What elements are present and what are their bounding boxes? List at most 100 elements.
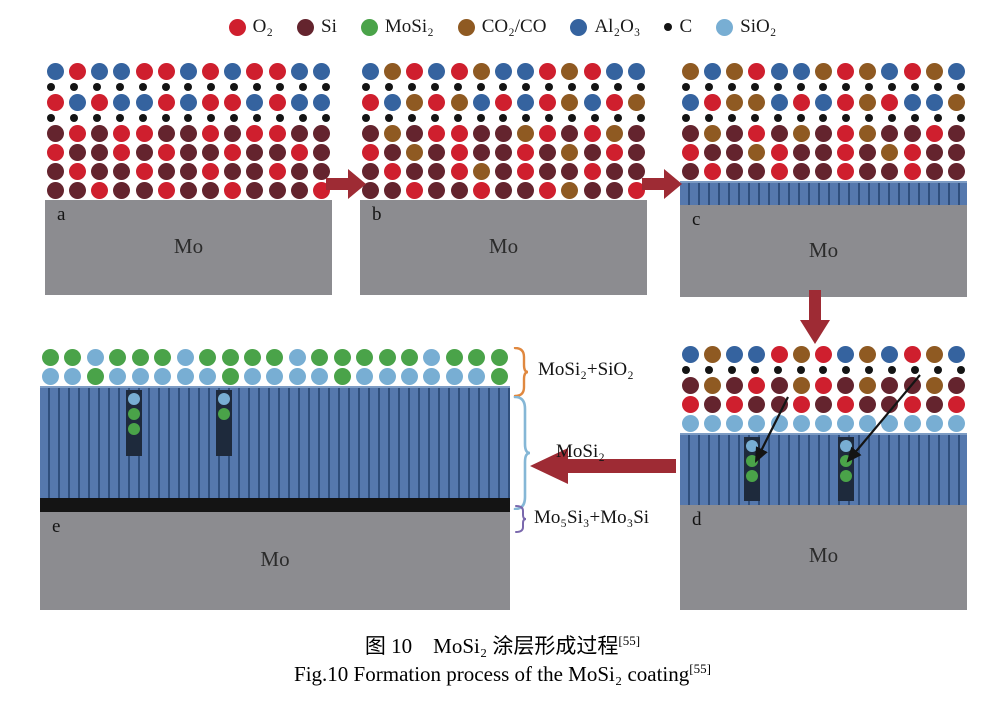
particle [362, 163, 379, 180]
particle [568, 114, 577, 122]
particle [770, 94, 788, 111]
particle [859, 396, 877, 413]
particle [157, 144, 175, 161]
particle [770, 63, 788, 80]
particle [881, 396, 899, 413]
particle-grid-e [40, 348, 510, 386]
legend-item: CO₂/CO [457, 16, 546, 38]
particle [636, 83, 645, 91]
particle [113, 63, 131, 80]
particle [859, 415, 877, 432]
legend-item: MoSi₂ [360, 16, 434, 38]
particle [135, 182, 153, 199]
particle [472, 63, 490, 80]
particle [384, 83, 393, 91]
particle [450, 63, 468, 80]
particle [770, 163, 788, 180]
particle [881, 125, 899, 142]
particle [636, 114, 645, 122]
legend-item: O₂ [228, 16, 273, 38]
particle [605, 94, 623, 111]
particle [288, 368, 306, 385]
particle [888, 114, 897, 122]
particle [161, 83, 170, 91]
particle [401, 349, 418, 366]
particle [605, 63, 623, 80]
particle [47, 94, 64, 111]
legend-label: SiO₂ [740, 16, 777, 37]
particle [613, 114, 622, 122]
particle [605, 144, 623, 161]
particle [69, 114, 78, 122]
particle [202, 63, 220, 80]
particle [154, 368, 172, 385]
mosi2-columnar-layer-c [680, 181, 967, 205]
particle [86, 349, 104, 366]
particle [384, 94, 402, 111]
particle [266, 349, 284, 366]
particle [726, 163, 744, 180]
particle [406, 94, 424, 111]
layer-label-mosi2: MoSi₂ [556, 441, 605, 462]
particle [490, 368, 508, 385]
mosi2-particle [840, 455, 852, 467]
particle [947, 163, 965, 180]
legend-item: SiO₂ [716, 16, 776, 38]
particle [591, 83, 600, 91]
particle [773, 366, 782, 374]
particle [207, 83, 216, 91]
particle [682, 63, 699, 80]
particle [704, 163, 722, 180]
particle [726, 125, 744, 142]
particle [321, 83, 330, 91]
particle [356, 349, 374, 366]
particle [859, 125, 877, 142]
particle [903, 163, 921, 180]
sio2-particle [746, 440, 758, 452]
particle [138, 83, 147, 91]
particle [246, 144, 264, 161]
particle [468, 368, 486, 385]
particle [748, 415, 766, 432]
particle [157, 163, 175, 180]
particle [406, 163, 424, 180]
particle [311, 349, 329, 366]
particle [814, 63, 832, 80]
particle [682, 377, 699, 394]
particle [522, 83, 531, 91]
arrow-d-to-e [530, 448, 676, 484]
panel-a: a Mo [45, 62, 332, 295]
particle [859, 346, 877, 363]
particle-grid-a [45, 62, 332, 200]
mosi2-particle [746, 470, 758, 482]
particle [494, 63, 512, 80]
particle [947, 144, 965, 161]
particle [91, 182, 109, 199]
particle [176, 368, 194, 385]
particle [814, 94, 832, 111]
particle [726, 415, 744, 432]
particle [792, 94, 810, 111]
particle [199, 349, 217, 366]
particle [428, 163, 446, 180]
particle [682, 125, 699, 142]
particle [726, 144, 744, 161]
particle [406, 182, 424, 199]
particle [202, 144, 220, 161]
particle [933, 366, 942, 374]
particle [925, 346, 943, 363]
particle [837, 144, 855, 161]
particle [517, 163, 535, 180]
particle [450, 163, 468, 180]
particle [224, 125, 242, 142]
particle [384, 182, 402, 199]
particle [792, 125, 810, 142]
substrate-b: b Mo [360, 200, 647, 295]
particle [312, 144, 330, 161]
particle [199, 368, 217, 385]
particle [837, 415, 855, 432]
particle [814, 125, 832, 142]
particle [750, 83, 759, 91]
particle [298, 114, 307, 122]
arrow-b-to-c [642, 169, 682, 199]
